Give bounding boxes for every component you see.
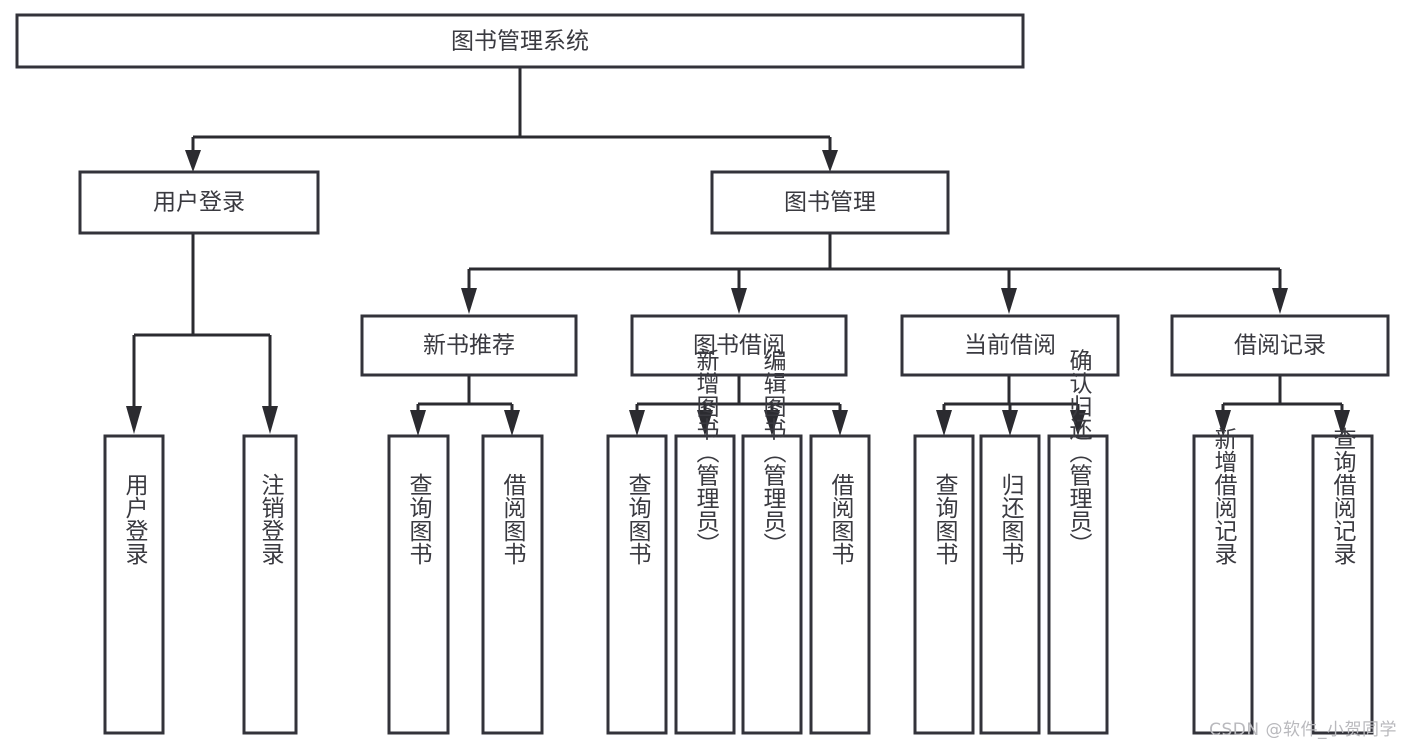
node-leaf-user-login[interactable]: 用户登录 <box>103 434 165 735</box>
node-leaf-logout[interactable]: 注销登录 <box>242 434 298 735</box>
arrow-bb-leaf-4 <box>832 410 848 436</box>
node-leaf-edit-book[interactable]: 编辑图书（管理员） <box>741 349 803 735</box>
node-book-manage[interactable]: 图书管理 <box>710 170 950 235</box>
node-leaf-borrow-book-2-label: 借阅图书 <box>827 473 855 565</box>
node-leaf-return-book[interactable]: 归还图书 <box>979 434 1041 735</box>
arrow-bm-to-currentborrow <box>1001 288 1017 314</box>
node-book-borrow-label: 图书借阅 <box>693 333 785 359</box>
node-current-borrow-box[interactable] <box>900 314 1120 377</box>
node-leaf-query-book-2-label: 查询图书 <box>624 473 652 565</box>
node-user-login[interactable]: 用户登录 <box>78 170 320 235</box>
node-leaf-query-record[interactable]: 查询借阅记录 <box>1311 427 1374 735</box>
arrow-newbook-leaf-1 <box>410 410 426 436</box>
arrow-userlogin-leaf-1 <box>126 406 142 434</box>
arrow-bb-leaf-2 <box>697 410 713 436</box>
node-root[interactable]: 图书管理系统 <box>15 13 1025 69</box>
node-current-borrow-label: 当前借阅 <box>964 333 1056 359</box>
node-book-manage-label: 图书管理 <box>784 190 876 216</box>
node-leaf-query-book-1-label: 查询图书 <box>405 473 433 565</box>
arrow-userlogin-leaf-2 <box>262 406 278 434</box>
node-leaf-borrow-book-1-label: 借阅图书 <box>499 473 527 565</box>
node-borrow-record-label: 借阅记录 <box>1234 333 1326 359</box>
node-leaf-confirm-return-box[interactable] <box>1047 434 1109 735</box>
node-leaf-borrow-book-2[interactable]: 借阅图书 <box>809 434 871 735</box>
node-leaf-borrow-book-2-box[interactable] <box>809 434 871 735</box>
node-new-book-rec[interactable]: 新书推荐 <box>360 314 578 377</box>
node-borrow-record[interactable]: 借阅记录 <box>1170 314 1390 377</box>
arrow-cb-leaf-3 <box>1070 410 1086 436</box>
node-leaf-add-book-label: 新增图书（管理员） <box>692 349 720 556</box>
node-leaf-add-record[interactable]: 新增借阅记录 <box>1192 427 1254 735</box>
arrow-bm-to-newbook <box>461 288 477 314</box>
arrow-root-to-book-manage <box>822 150 838 172</box>
node-leaf-query-record-label: 查询借阅记录 <box>1329 427 1357 565</box>
node-leaf-query-book-2[interactable]: 查询图书 <box>606 434 668 735</box>
node-leaf-logout-label: 注销登录 <box>257 473 285 565</box>
node-leaf-return-book-label: 归还图书 <box>997 473 1025 565</box>
node-book-manage-box[interactable] <box>710 170 950 235</box>
arrow-cb-leaf-2 <box>1002 410 1018 436</box>
arrow-bb-leaf-1 <box>629 410 645 436</box>
node-leaf-query-book-3-label: 查询图书 <box>931 473 959 565</box>
node-current-borrow[interactable]: 当前借阅 <box>900 314 1120 377</box>
node-leaf-edit-book-box[interactable] <box>741 434 803 735</box>
node-leaf-query-book-3-box[interactable] <box>913 434 975 735</box>
node-leaf-add-record-label: 新增借阅记录 <box>1210 427 1238 565</box>
arrow-br-leaf-1 <box>1215 410 1231 436</box>
node-book-borrow-box[interactable] <box>630 314 848 377</box>
node-leaf-user-login-box[interactable] <box>103 434 165 735</box>
node-leaf-user-login-label: 用户登录 <box>121 473 149 565</box>
arrow-newbook-leaf-2 <box>504 410 520 436</box>
node-leaf-edit-book-label: 编辑图书（管理员） <box>759 349 787 556</box>
arrow-root-to-user-login <box>185 150 201 172</box>
node-leaf-add-book[interactable]: 新增图书（管理员） <box>674 349 736 735</box>
node-borrow-record-box[interactable] <box>1170 314 1390 377</box>
node-leaf-query-record-box[interactable] <box>1311 434 1374 735</box>
node-leaf-return-book-box[interactable] <box>979 434 1041 735</box>
node-leaf-query-book-1-box[interactable] <box>387 434 450 735</box>
node-user-login-label: 用户登录 <box>153 190 245 216</box>
node-leaf-query-book-3[interactable]: 查询图书 <box>913 434 975 735</box>
node-book-borrow[interactable]: 图书借阅 <box>630 314 848 377</box>
node-leaf-add-record-box[interactable] <box>1192 434 1254 735</box>
node-new-book-rec-label: 新书推荐 <box>423 333 515 359</box>
node-leaf-add-book-box[interactable] <box>674 434 736 735</box>
node-leaf-borrow-book-1[interactable]: 借阅图书 <box>481 434 544 735</box>
node-new-book-rec-box[interactable] <box>360 314 578 377</box>
node-user-login-box[interactable] <box>78 170 320 235</box>
arrow-bm-to-bookborrow <box>731 288 747 314</box>
node-leaf-confirm-return-label: 确认归还（管理员） <box>1065 349 1093 556</box>
node-leaf-borrow-book-1-box[interactable] <box>481 434 544 735</box>
node-leaf-confirm-return[interactable]: 确认归还（管理员） <box>1047 349 1109 735</box>
arrow-bm-to-borrowrecord <box>1272 288 1288 314</box>
csdn-watermark: CSDN @软件_小贺同学 <box>1209 720 1397 740</box>
node-leaf-logout-box[interactable] <box>242 434 298 735</box>
node-leaf-query-book-1[interactable]: 查询图书 <box>387 434 450 735</box>
connector-layer <box>126 67 1350 436</box>
arrow-bb-leaf-3 <box>764 410 780 436</box>
arrow-br-leaf-2 <box>1334 410 1350 436</box>
node-root-box[interactable] <box>15 13 1025 69</box>
node-root-label: 图书管理系统 <box>451 29 589 55</box>
node-leaf-query-book-2-box[interactable] <box>606 434 668 735</box>
arrow-cb-leaf-1 <box>936 410 952 436</box>
